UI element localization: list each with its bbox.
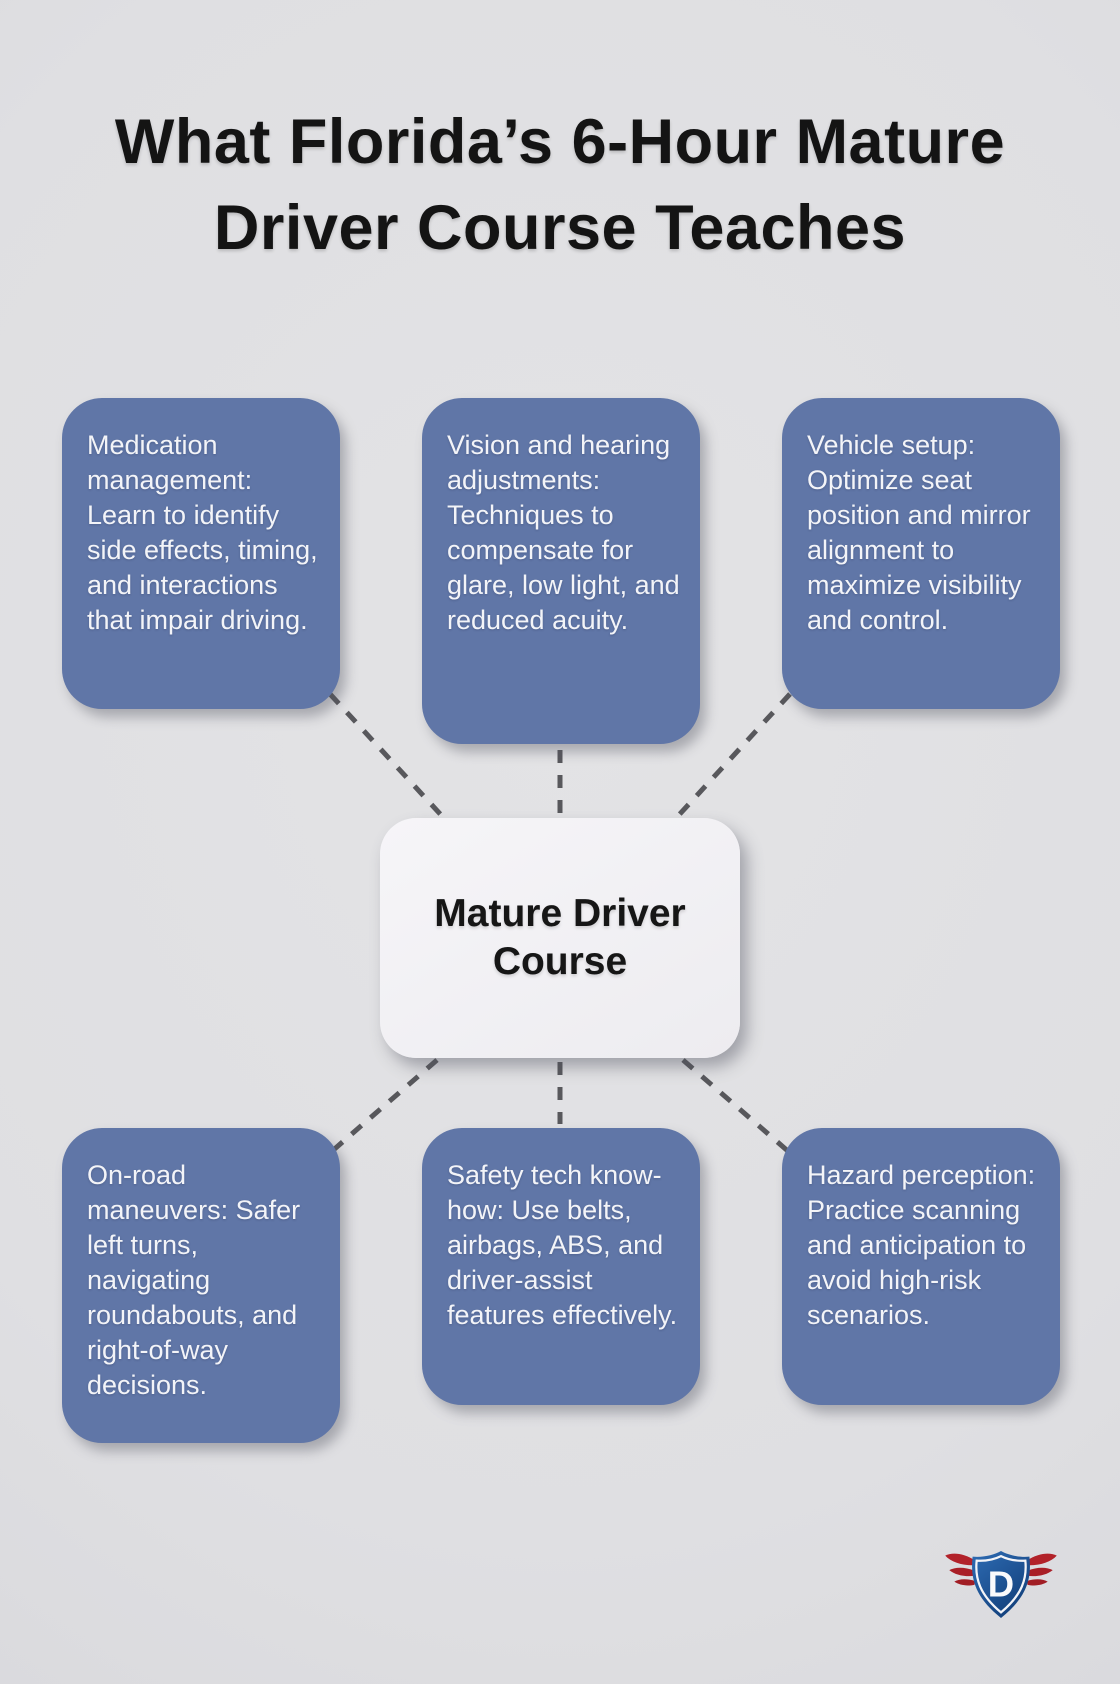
connector-line-on-road xyxy=(329,1058,439,1154)
page-title-line2: Driver Course Teaches xyxy=(213,193,907,263)
shield-icon: D xyxy=(972,1551,1030,1618)
connector-line-hazard xyxy=(681,1058,791,1154)
topic-card-vision-hearing: Vision and hearing adjustments: Techniqu… xyxy=(422,398,700,744)
topic-card-hazard-perception: Hazard perception: Practice scanning and… xyxy=(782,1128,1060,1405)
wing-right-icon xyxy=(1027,1553,1057,1586)
topic-card-on-road-maneuvers: On-road maneuvers: Safer left turns, nav… xyxy=(62,1128,340,1443)
winged-shield-icon: D xyxy=(945,1551,1057,1618)
topic-card-vehicle-setup: Vehicle setup: Optimize seat position an… xyxy=(782,398,1060,709)
brand-logo: D xyxy=(944,1549,1058,1620)
topic-text-medication-management: Medication management: Learn to identify… xyxy=(87,430,318,635)
connector-line-medication xyxy=(328,692,444,818)
topic-text-vision-hearing: Vision and hearing adjustments: Techniqu… xyxy=(447,430,680,635)
logo-letter: D xyxy=(988,1564,1014,1605)
topic-text-safety-tech: Safety tech know-how: Use belts, airbags… xyxy=(447,1160,678,1330)
topic-text-hazard-perception: Hazard perception: Practice scanning and… xyxy=(807,1160,1036,1330)
center-node-label: Mature Driver Course xyxy=(434,892,686,983)
page-title: What Florida’s 6-Hour Mature Driver Cour… xyxy=(0,99,1120,271)
wing-left-icon xyxy=(945,1553,975,1586)
page-title-line1: What Florida’s 6-Hour Mature xyxy=(114,107,1006,177)
topic-text-vehicle-setup: Vehicle setup: Optimize seat position an… xyxy=(807,430,1031,635)
topic-text-on-road-maneuvers: On-road maneuvers: Safer left turns, nav… xyxy=(87,1160,301,1400)
center-node: Mature Driver Course xyxy=(380,818,740,1058)
topic-card-medication-management: Medication management: Learn to identify… xyxy=(62,398,340,709)
topic-card-safety-tech: Safety tech know-how: Use belts, airbags… xyxy=(422,1128,700,1405)
connector-line-vehicle-setup xyxy=(676,692,792,818)
